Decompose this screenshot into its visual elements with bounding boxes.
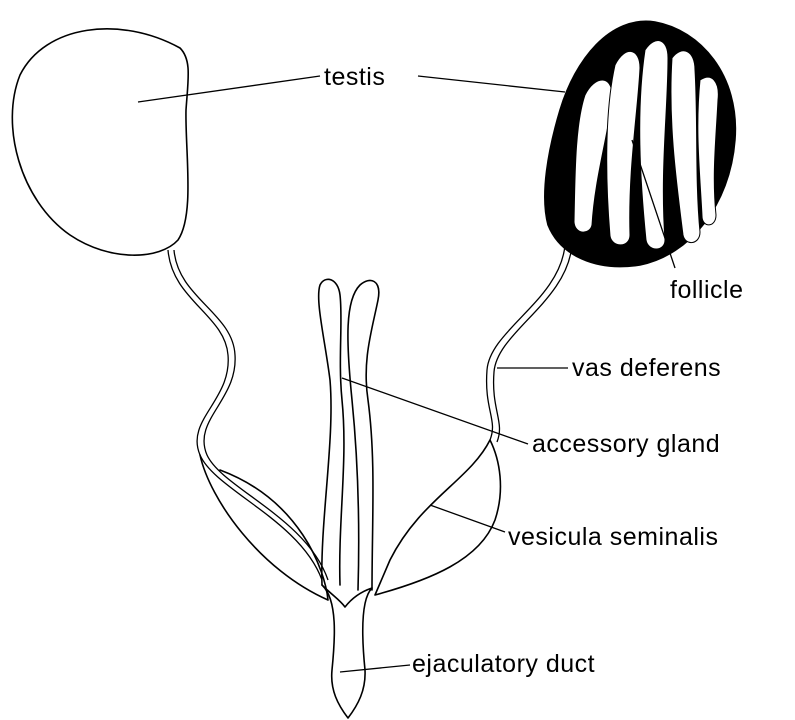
leader-vesicula-seminalis xyxy=(430,505,505,532)
left-testis xyxy=(12,29,188,255)
label-follicle: follicle xyxy=(670,276,743,304)
left-vesicula-seminalis xyxy=(200,455,328,600)
label-accessory-gland: accessory gland xyxy=(532,430,720,458)
leader-testis-right xyxy=(418,76,565,92)
follicle-5 xyxy=(698,77,718,225)
left-vas-deferens-inner xyxy=(174,250,328,580)
ejaculatory-duct xyxy=(322,585,372,718)
right-vas-deferens xyxy=(487,245,565,440)
label-vesicula-seminalis: vesicula seminalis xyxy=(508,523,718,551)
right-vas-deferens-inner xyxy=(494,245,572,442)
label-vas-deferens: vas deferens xyxy=(572,354,721,382)
accessory-gland-right xyxy=(348,280,379,590)
right-vesicula-seminalis xyxy=(375,440,500,595)
label-testis: testis xyxy=(324,63,385,91)
accessory-gland-left xyxy=(319,279,344,585)
follicle-3 xyxy=(640,41,668,249)
leader-ejaculatory-duct xyxy=(340,665,410,672)
label-ejaculatory-duct: ejaculatory duct xyxy=(412,650,595,678)
leader-testis-left xyxy=(138,76,320,102)
